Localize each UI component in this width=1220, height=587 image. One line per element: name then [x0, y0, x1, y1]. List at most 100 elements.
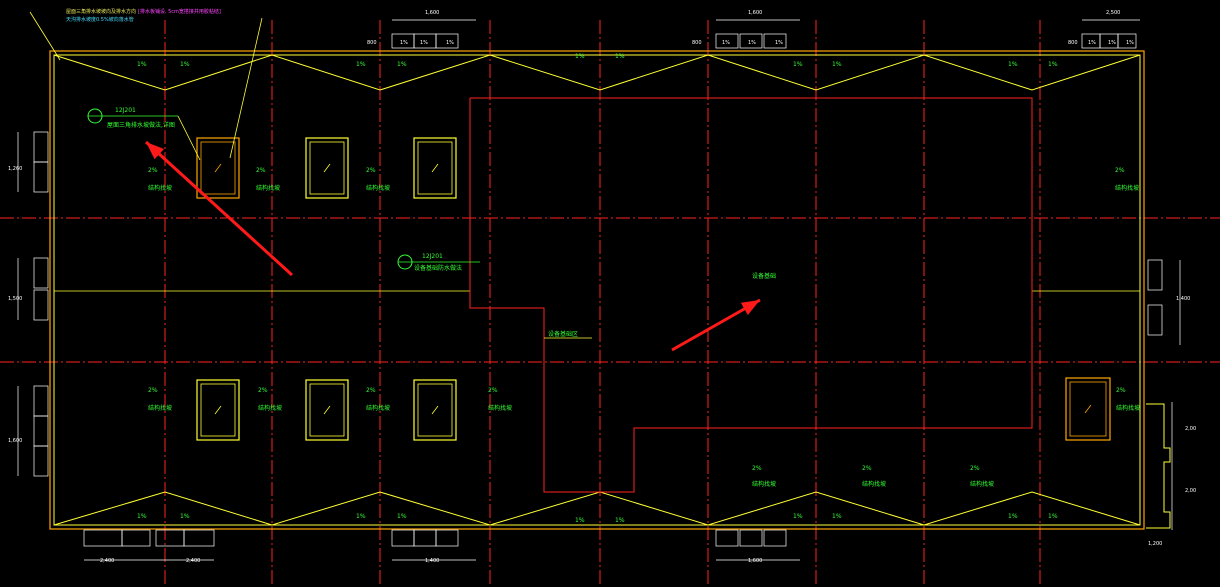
- opening-box: [305, 137, 349, 199]
- slope-label: 结构找坡: [258, 404, 282, 412]
- dimension-box: [413, 529, 437, 547]
- opening-box: [413, 137, 457, 199]
- callout-2-text: 设备基础防水做法: [414, 264, 462, 272]
- slope-pct: 2%: [366, 167, 376, 174]
- slope-pct: 2%: [1116, 387, 1126, 394]
- dim-box-pct: 1%: [1108, 40, 1116, 46]
- opening-box-inner: [417, 141, 453, 195]
- note-leader: [29, 11, 61, 61]
- equipment-area-outline: [469, 97, 1033, 493]
- dim-bottom-3: 1,400: [425, 558, 439, 564]
- small-pct: 1%: [575, 53, 585, 60]
- small-pct: 1%: [180, 513, 190, 520]
- dimension-box: [715, 33, 739, 49]
- note-leader: [229, 17, 263, 159]
- dimension-box: [715, 529, 739, 547]
- opening-box-mark: [431, 405, 439, 415]
- dim-box-pct: 1%: [400, 40, 408, 46]
- dim-box-pct: 1%: [775, 40, 783, 46]
- dimension-box: [435, 529, 459, 547]
- dimension-box: [83, 529, 123, 547]
- small-pct: 1%: [615, 517, 625, 524]
- opening-box: [413, 379, 457, 441]
- dim-box-pct: 1%: [748, 40, 756, 46]
- small-pct: 1%: [397, 61, 407, 68]
- dimension-box: [33, 161, 49, 193]
- small-pct: 1%: [180, 61, 190, 68]
- slope-pct: 2%: [970, 465, 980, 472]
- top-note-1: 屋面三角排水坡坡向及排水方向: [66, 8, 136, 15]
- roof-outer-edge: [49, 50, 1145, 530]
- dimension-box: [155, 529, 185, 547]
- dim-top-2: 1,600: [748, 10, 762, 16]
- slope-label: 结构找坡: [970, 480, 994, 488]
- top-note-3: [排水板铺设, 5cm宽搭接并用胶粘结]: [138, 8, 221, 15]
- dim-right-4: 1,200: [1148, 541, 1162, 547]
- roof-openings: [196, 137, 1111, 441]
- dim-box-pct: 1%: [722, 40, 730, 46]
- small-pct: 1%: [356, 513, 366, 520]
- slope-label: 结构找坡: [1115, 184, 1139, 192]
- ridge-line-top: [53, 54, 1141, 91]
- small-pct: 1%: [137, 61, 147, 68]
- roof-inner-edge: [53, 54, 1141, 526]
- opening-box-inner: [200, 141, 236, 195]
- equipment-area-boundary: [469, 97, 1033, 493]
- opening-box: [196, 379, 240, 441]
- equipment-area-label: 设备基础区: [548, 330, 578, 338]
- small-pct: 1%: [1008, 61, 1018, 68]
- dim-left-2: 1,500: [8, 296, 22, 302]
- slope-label: 结构找坡: [1116, 404, 1140, 412]
- dimension-box: [121, 529, 151, 547]
- opening-box-mark: [214, 163, 222, 173]
- small-pct: 1%: [575, 517, 585, 524]
- dim-top-4: 800: [367, 40, 377, 46]
- slope-pct: 2%: [258, 387, 268, 394]
- drainage-ridge-lines: [53, 54, 1141, 526]
- dim-top-1: 1,600: [425, 10, 439, 16]
- opening-box: [196, 137, 240, 199]
- dim-bottom-1: 2,400: [100, 558, 114, 564]
- dimension-box: [739, 529, 763, 547]
- dim-top-3: 2,500: [1106, 10, 1120, 16]
- slope-label: 结构找坡: [366, 404, 390, 412]
- dimension-box: [33, 445, 49, 477]
- opening-box: [1065, 377, 1111, 441]
- dim-right-2: 2,00: [1185, 426, 1196, 432]
- small-pct: 1%: [356, 61, 366, 68]
- dimension-box: [763, 529, 787, 547]
- dim-left-3: 1,600: [8, 438, 22, 444]
- top-note-2: 天沟排水坡度0.5%坡向落水管: [66, 16, 134, 23]
- small-pct: 1%: [137, 513, 147, 520]
- dimension-box: [1117, 33, 1137, 49]
- text-annotations: 屋面三角排水坡坡向及排水方向 天沟排水坡度0.5%坡向落水管 [排水板铺设, 5…: [8, 8, 1196, 564]
- dim-bottom-2: 2,400: [186, 558, 200, 564]
- small-pct: 1%: [1048, 61, 1058, 68]
- small-pct: 1%: [397, 513, 407, 520]
- grid-axis-lines: [0, 20, 1220, 587]
- slope-pct: 2%: [752, 465, 762, 472]
- dimension-box: [1147, 259, 1163, 291]
- slope-pct: 2%: [366, 387, 376, 394]
- dim-box-pct: 1%: [1088, 40, 1096, 46]
- dimension-box: [435, 33, 459, 49]
- slope-pct: 2%: [488, 387, 498, 394]
- opening-box-inner: [309, 141, 345, 195]
- dimension-box: [33, 415, 49, 447]
- slope-label: 结构找坡: [148, 404, 172, 412]
- dimension-box: [739, 33, 763, 49]
- dim-box-pct: 1%: [420, 40, 428, 46]
- small-pct: 1%: [793, 61, 803, 68]
- slope-pct: 2%: [862, 465, 872, 472]
- callout-2-ref: 12J201: [422, 253, 443, 260]
- slope-pct: 2%: [1115, 167, 1125, 174]
- slope-label: 结构找坡: [256, 184, 280, 192]
- annotation-arrow-head: [740, 300, 760, 315]
- ridge-line-bottom: [53, 491, 1141, 526]
- slope-pct: 2%: [148, 167, 158, 174]
- annotation-arrow-head: [146, 142, 165, 160]
- slope-pct: 2%: [148, 387, 158, 394]
- small-pct: 1%: [1048, 513, 1058, 520]
- roof-outline: [49, 50, 1145, 530]
